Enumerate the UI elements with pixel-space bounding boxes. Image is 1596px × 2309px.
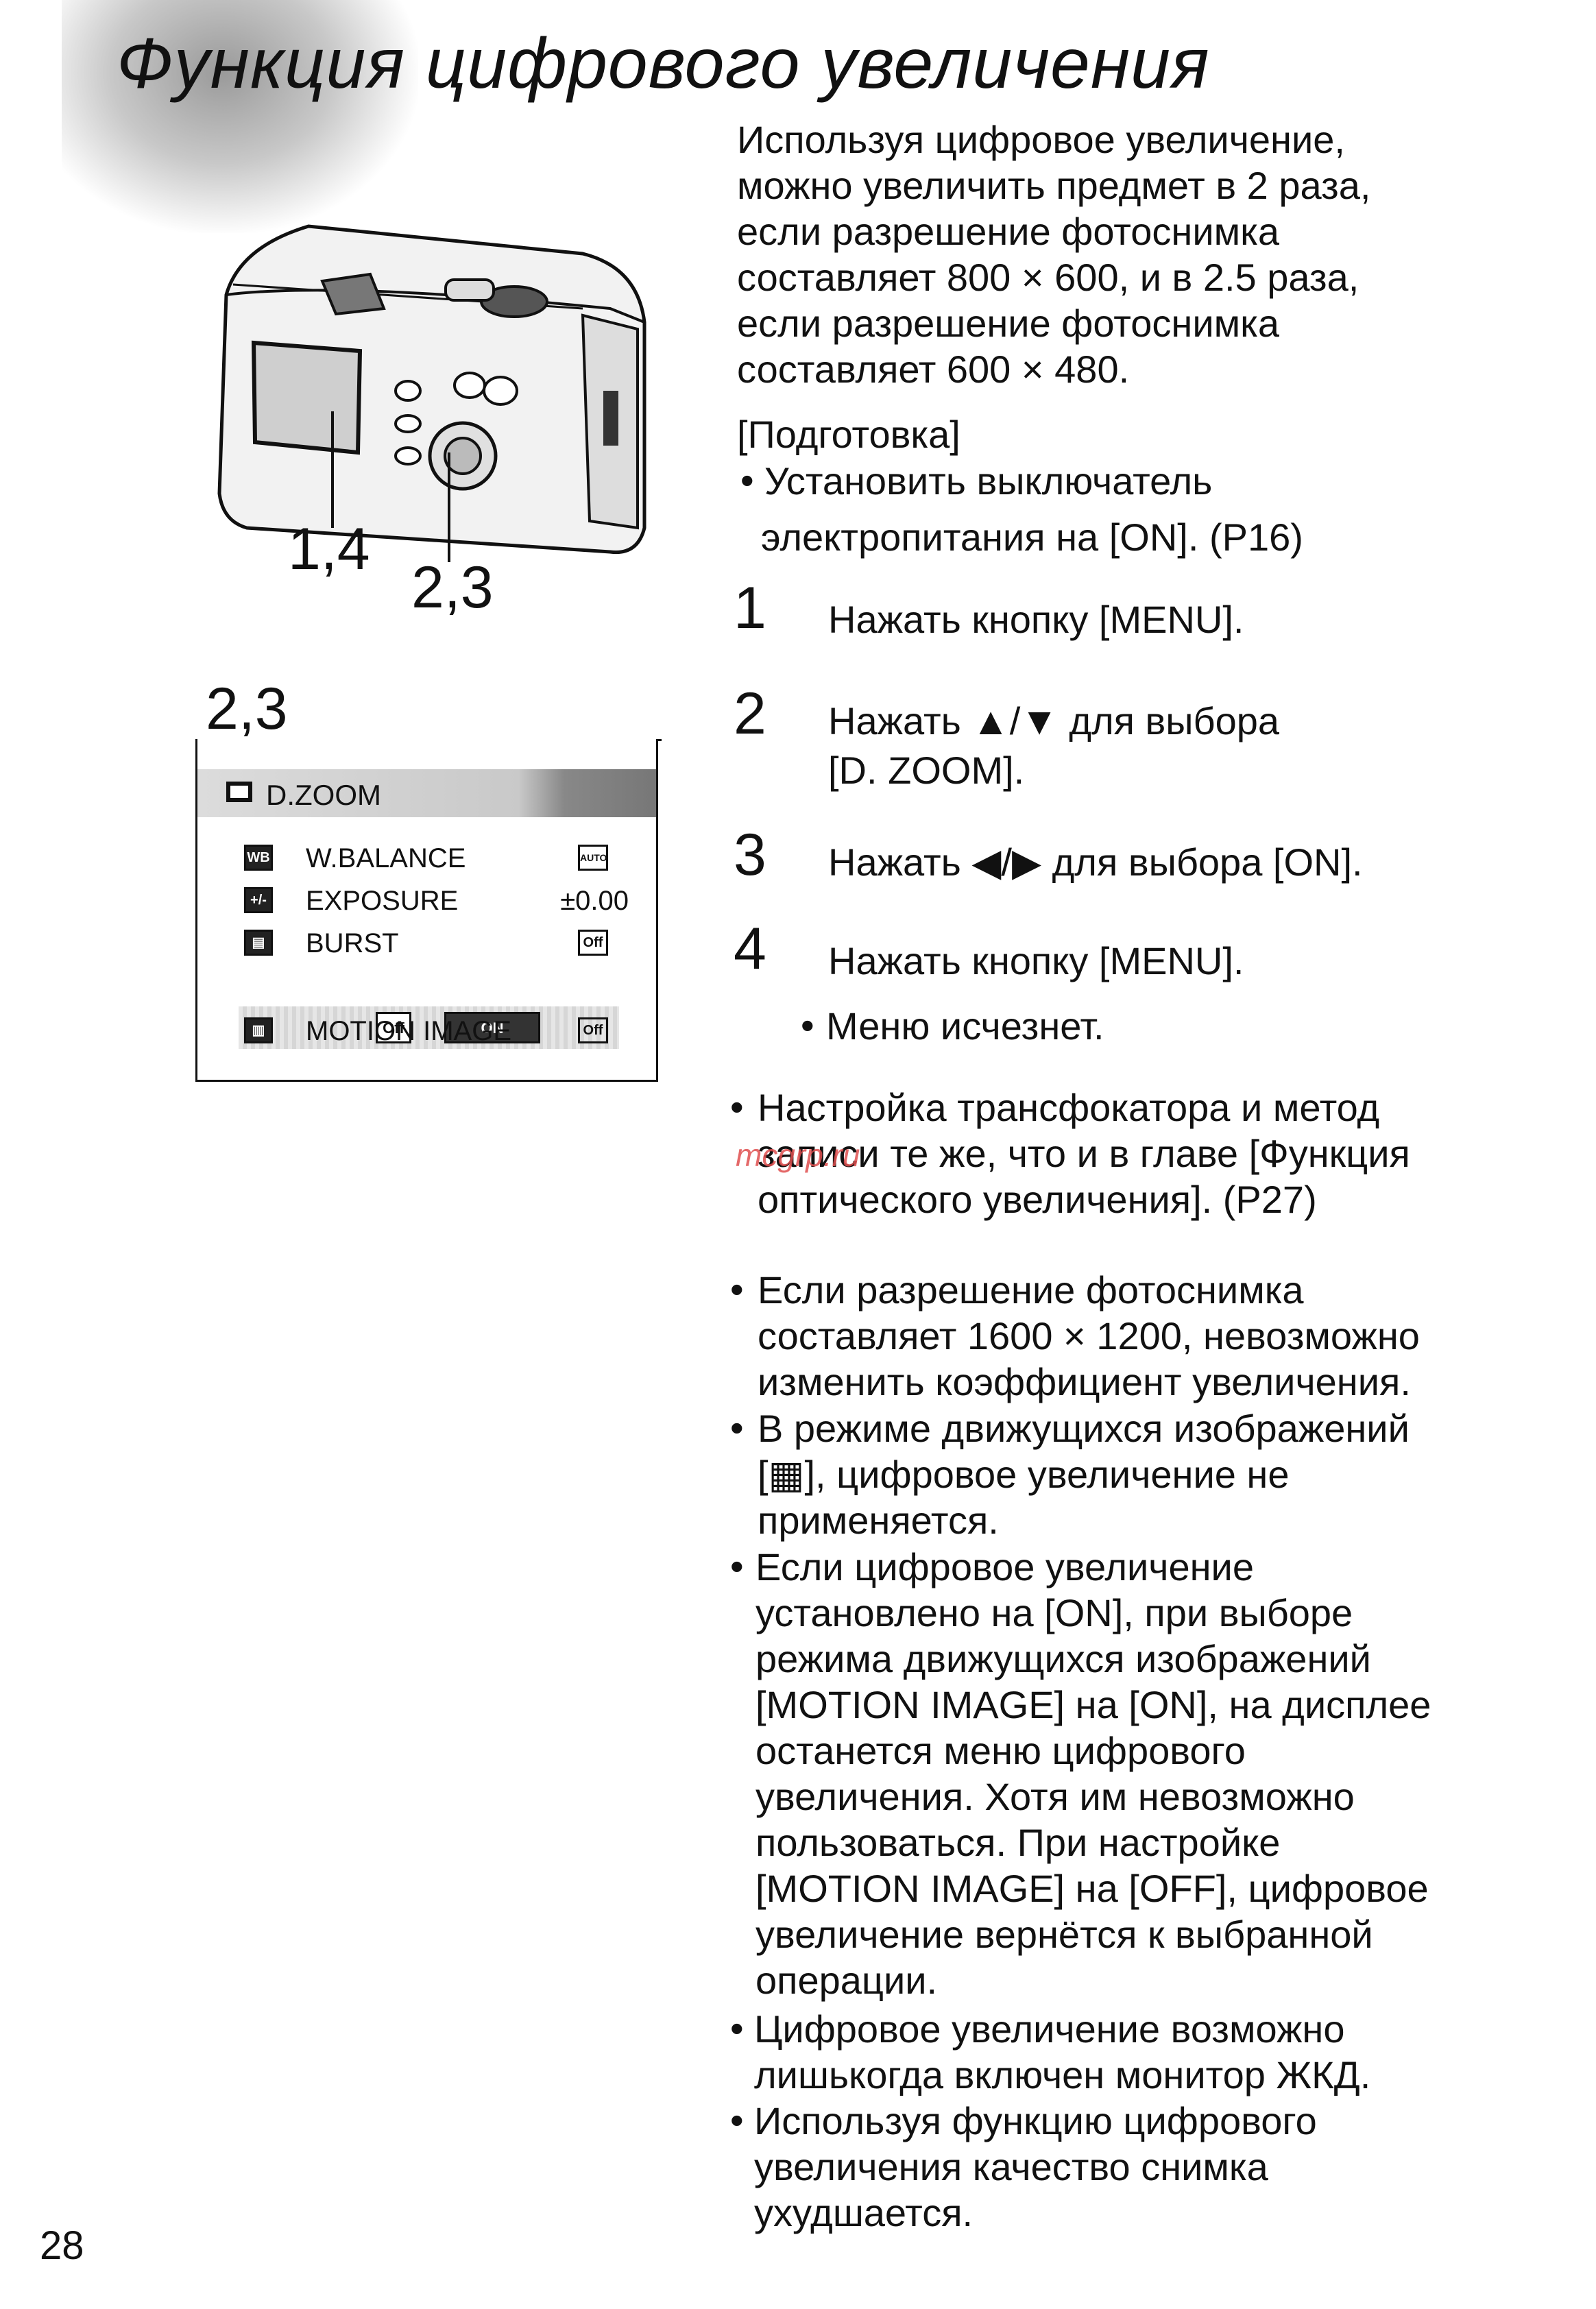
bullet-icon: • xyxy=(730,1085,744,1128)
note-3: Если цифровое увеличение установлено на … xyxy=(755,1544,1516,2003)
step-number: 2 xyxy=(734,681,766,747)
intro-line: если разрешение фотоснимка xyxy=(737,302,1279,345)
step-text: Нажать ◀/▶ для выбора [ON]. xyxy=(828,841,1363,884)
note-line: ухудшается. xyxy=(754,2191,974,2234)
menu-row-label: EXPOSURE xyxy=(306,886,459,916)
preparation-heading: [Подготовка] xyxy=(737,413,960,456)
note-line: останется меню цифрового xyxy=(755,1729,1246,1772)
dzoom-menu-screen: D.ZOOM WB W.BALANCE AUTO +/- EXPOSURE ±0… xyxy=(195,739,658,1082)
menu-row-wbalance: WB W.BALANCE AUTO xyxy=(197,841,656,878)
bullet-icon: • xyxy=(730,1268,744,1311)
title-area: Функция цифрового увеличения xyxy=(62,0,1392,233)
title-shading xyxy=(62,0,418,233)
note-line: операции. xyxy=(755,1959,938,2002)
option-on-selected: ON xyxy=(444,1012,540,1043)
intro-line: Используя цифровое увеличение, xyxy=(737,118,1345,161)
note-5: Используя функцию цифрового увеличения к… xyxy=(754,2098,1515,2236)
callout-1-4: 1,4 xyxy=(288,516,370,582)
intro-line: составляет 800 × 600, и в 2.5 раза, xyxy=(737,256,1359,299)
exposure-icon: +/- xyxy=(244,887,273,913)
camera-illustration xyxy=(217,224,646,562)
note-line: [▦], цифровое увеличение не xyxy=(758,1453,1290,1496)
option-off: Off xyxy=(376,1012,411,1043)
page-number: 28 xyxy=(40,2223,84,2268)
step4-note: Меню исчезнет. xyxy=(826,1004,1104,1048)
note-line: пользоваться. При настройке xyxy=(755,1821,1281,1864)
note-4: Цифровое увеличение возможно лишькогда в… xyxy=(754,2006,1515,2098)
step-text: Нажать кнопку [MENU]. xyxy=(828,598,1244,641)
note-line: лишькогда включен монитор ЖКД. xyxy=(754,2053,1371,2096)
off-icon: Off xyxy=(578,1017,608,1043)
bullet-icon: • xyxy=(730,2099,744,2142)
note-line: Если разрешение фотоснимка xyxy=(758,1268,1304,1311)
note-line: оптического увеличения]. (P27) xyxy=(758,1178,1317,1221)
note-line: составляет 1600 × 1200, невозможно xyxy=(758,1314,1420,1357)
step-text: Нажать ▲/▼ для выбора xyxy=(828,699,1280,742)
preparation-line: Установить выключатель xyxy=(764,459,1213,503)
wb-icon: WB xyxy=(244,845,273,871)
watermark: mcgrp.ru xyxy=(736,1137,860,1173)
menu-row-label: W.BALANCE xyxy=(306,843,466,873)
intro-line: если разрешение фотоснимка xyxy=(737,210,1279,253)
note-line: Если цифровое увеличение xyxy=(755,1545,1254,1588)
intro-line: составляет 600 × 480. xyxy=(737,348,1130,391)
menu-figure-label: 2,3 xyxy=(206,676,288,742)
burst-icon: ▤ xyxy=(244,930,273,956)
note-line: [MOTION IMAGE] на [ON], на дисплее xyxy=(755,1683,1431,1726)
step-number: 1 xyxy=(734,575,766,641)
step-text: Нажать кнопку [MENU]. xyxy=(828,939,1244,982)
bullet-icon: • xyxy=(730,2007,744,2050)
bullet-icon: • xyxy=(740,459,754,502)
auto-icon: AUTO xyxy=(578,845,608,871)
callout-2-3: 2,3 xyxy=(411,555,494,620)
page-title: Функция цифрового увеличения xyxy=(117,24,1210,104)
note-line: записи те же, что и в главе [Функция xyxy=(758,1132,1410,1175)
intro-paragraph: Используя цифровое увеличение, можно уве… xyxy=(737,117,1505,392)
menu-header: D.ZOOM xyxy=(197,769,656,817)
motion-image-icon: ▥ xyxy=(244,1017,273,1043)
note-zoom: Настройка трансфокатора и метод записи т… xyxy=(758,1085,1512,1222)
note-1: Если разрешение фотоснимка составляет 16… xyxy=(758,1267,1512,1405)
note-line: Используя функцию цифрового xyxy=(754,2099,1317,2142)
menu-row-exposure: +/- EXPOSURE ±0.00 xyxy=(197,883,656,920)
menu-header-label: D.ZOOM xyxy=(266,779,381,811)
note-line: применяется. xyxy=(758,1499,999,1542)
menu-row-motion-image: ▥ MOTION IMAGE Off xyxy=(197,1013,656,1050)
menu-row-value: ±0.00 xyxy=(560,886,629,916)
bullet-icon: • xyxy=(801,1004,814,1047)
menu-row-label: BURST xyxy=(306,928,399,958)
off-icon: Off xyxy=(578,930,608,956)
note-line: В режиме движущихся изображений xyxy=(758,1407,1410,1450)
note-line: изменить коэффициент увеличения. xyxy=(758,1360,1411,1403)
note-2: В режиме движущихся изображений [▦], циф… xyxy=(758,1405,1512,1543)
note-line: Настройка трансфокатора и метод xyxy=(758,1086,1380,1129)
intro-line: можно увеличить предмет в 2 раза, xyxy=(737,164,1371,207)
note-line: увеличение вернётся к выбранной xyxy=(755,1913,1373,1956)
note-line: установлено на [ON], при выборе xyxy=(755,1591,1353,1634)
menu-row-burst: ▤ BURST Off xyxy=(197,926,656,963)
dzoom-icon xyxy=(226,782,252,802)
note-line: режима движущихся изображений xyxy=(755,1637,1371,1680)
menu-row-label: MOTION IMAGE xyxy=(306,1016,511,1046)
preparation-line: электропитания на [ON]. (P16) xyxy=(761,516,1303,559)
note-line: увеличения качество снимка xyxy=(754,2145,1268,2188)
note-line: [MOTION IMAGE] на [OFF], цифровое xyxy=(755,1867,1429,1910)
step-number: 3 xyxy=(734,822,766,888)
note-line: Цифровое увеличение возможно xyxy=(754,2007,1345,2051)
bullet-icon: • xyxy=(730,1406,744,1449)
bullet-icon: • xyxy=(730,1545,744,1588)
step-number: 4 xyxy=(734,916,766,982)
dzoom-options: Off ON xyxy=(239,1006,619,1049)
note-line: увеличения. Хотя им невозможно xyxy=(755,1775,1355,1818)
step-text: [D. ZOOM]. xyxy=(828,749,1025,792)
